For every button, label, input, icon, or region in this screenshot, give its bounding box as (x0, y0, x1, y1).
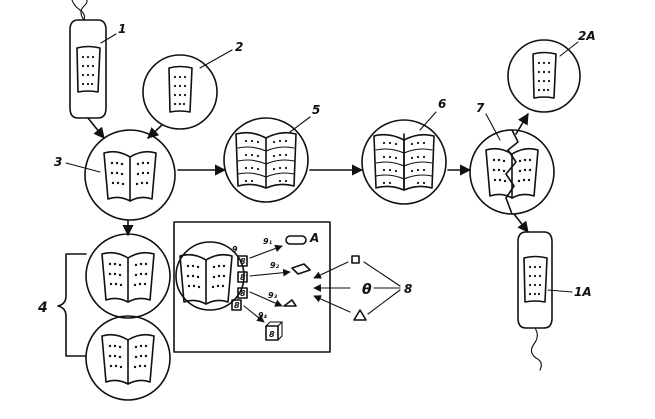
leader-8a (363, 261, 401, 287)
arrow-src-1 (313, 261, 349, 279)
label-1a: 1A (574, 285, 592, 299)
arrow-g2 (249, 268, 291, 277)
circle-4-lower (85, 315, 171, 401)
label-2a: 2A (578, 29, 596, 43)
circle-2a (507, 39, 581, 113)
sample-squares (231, 255, 248, 311)
label-6: 6 (438, 97, 446, 111)
label-7: 7 (476, 101, 485, 115)
circle-6 (361, 119, 447, 205)
label-cube: 8 (269, 330, 275, 339)
capsule-1 (69, 0, 107, 119)
label-4: 4 (37, 300, 48, 316)
leader-6 (419, 111, 437, 131)
block-sample (291, 263, 311, 275)
leader-8c (367, 289, 401, 315)
leader-2 (199, 49, 233, 69)
circle-5 (223, 117, 309, 203)
circle-7 (469, 129, 555, 215)
arrow-g1 (249, 244, 283, 259)
sq-label-3: 8 (240, 289, 246, 298)
arrow-7-to-2a (515, 113, 529, 135)
leader-5 (289, 116, 311, 133)
theta-symbol: θ (362, 282, 372, 298)
arrow-g3 (249, 291, 283, 307)
label-g3: 9₃ (268, 291, 278, 300)
label-5: 5 (312, 103, 320, 117)
circle-4-upper (85, 233, 171, 319)
cylinder-sample (285, 235, 307, 245)
label-2: 2 (235, 40, 243, 54)
label-A: A (309, 231, 319, 245)
label-9: 9 (232, 245, 238, 254)
brace-4 (57, 253, 87, 357)
sq-label-1: 8 (240, 257, 246, 266)
leader-2a (559, 41, 579, 57)
arrow-src-3 (313, 295, 351, 313)
arrow-1-to-3 (87, 117, 105, 139)
cone-sample (283, 299, 297, 307)
label-g1: 9₁ (263, 237, 273, 246)
label-g2: 9₂ (270, 261, 280, 270)
cube-sample (265, 321, 284, 341)
circle-3 (84, 129, 176, 221)
source-square (351, 255, 360, 264)
circle-analysis (175, 241, 245, 311)
leader-7 (485, 113, 501, 141)
capsule-1a (517, 231, 553, 371)
leader-3 (65, 162, 101, 173)
label-3: 3 (54, 155, 62, 169)
leader-1a (547, 289, 573, 293)
label-g4: 9₄ (258, 311, 268, 320)
sq-label-2: 8 (240, 273, 246, 282)
label-8: 8 (404, 282, 412, 296)
analysis-box (173, 221, 331, 353)
arrow-2-to-3 (147, 124, 163, 139)
arrow-g4 (243, 305, 265, 323)
arrow-7-to-1a (513, 213, 529, 233)
leader-1 (100, 33, 117, 44)
circle-2 (142, 54, 218, 130)
sq-label-4: 8 (234, 301, 240, 310)
label-1: 1 (118, 22, 126, 36)
source-triangle (353, 309, 367, 321)
